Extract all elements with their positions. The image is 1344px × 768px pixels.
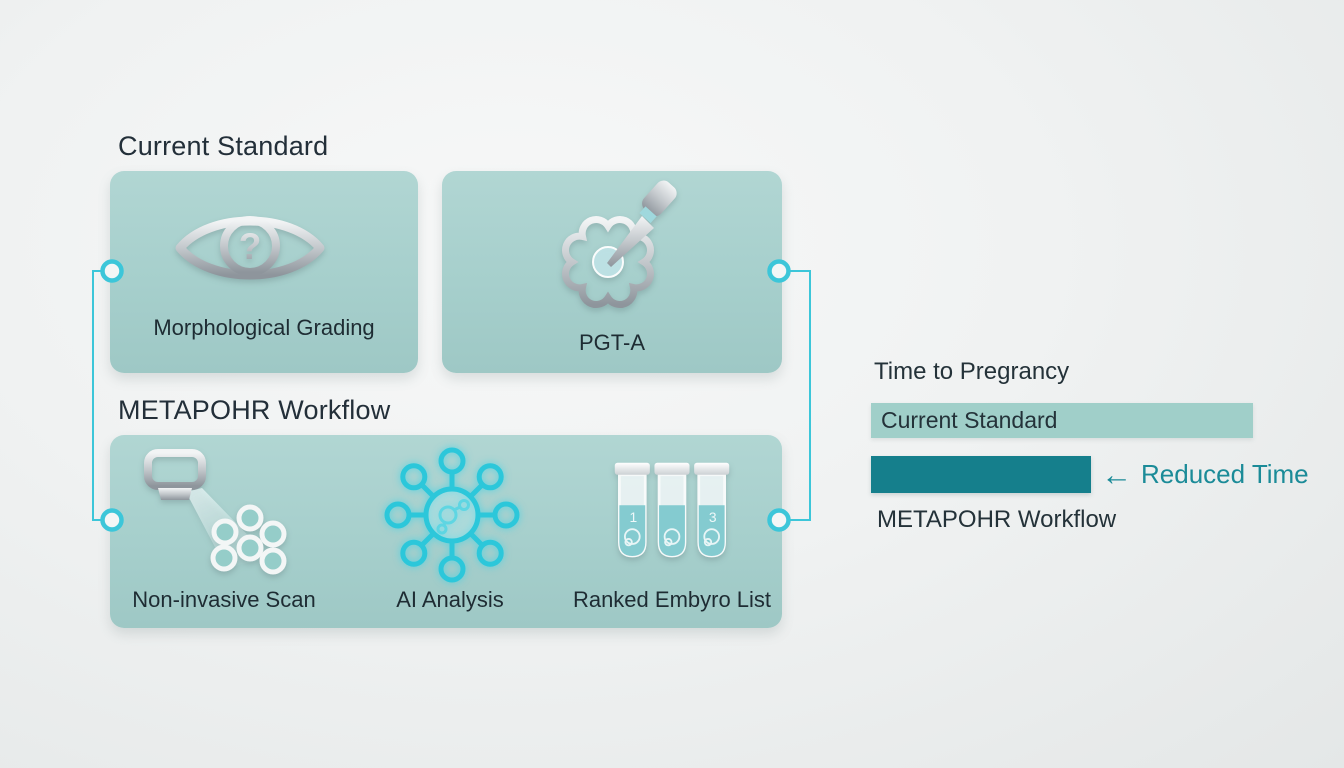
step-label-ranked-embyro-list: Ranked Embyro List [572,587,772,612]
step-label-non-invasive-scan: Non-invasive Scan [132,587,316,612]
bar-current-standard: Current Standard [871,403,1253,438]
bar-metapohr-workflow-label: METAPOHR Workflow [877,506,1117,533]
tube-number-3: 3 [709,509,717,525]
tube-number-1: 1 [630,509,638,525]
scanner-beam-embryos-icon [144,449,287,575]
ranked-test-tubes-icon: 1 3 [614,462,730,558]
connector-line-right [779,270,811,521]
card-label-pgt-a: PGT-A [578,330,645,355]
eye-question-icon: ? [175,216,325,280]
current-standard-heading: Current Standard [118,131,329,161]
metapohr-heading: METAPOHR Workflow [118,395,391,425]
cell-biopsy-needle-icon [562,180,677,308]
card-label-morphological-grading: Morphological Grading [153,315,375,340]
reduced-time-annotation: ← Reduced Time [1101,456,1309,493]
bar-current-standard-label: Current Standard [881,407,1058,433]
chart-title: Time to Pregrancy [874,358,1070,385]
step-label-ai-analysis: AI Analysis [396,587,504,612]
bar-metapohr-workflow [871,456,1091,493]
question-mark-glyph: ? [239,226,262,267]
reduced-time-label: Reduced Time [1141,459,1309,489]
ai-network-icon [384,447,520,583]
left-arrow-icon: ← [1101,457,1132,492]
